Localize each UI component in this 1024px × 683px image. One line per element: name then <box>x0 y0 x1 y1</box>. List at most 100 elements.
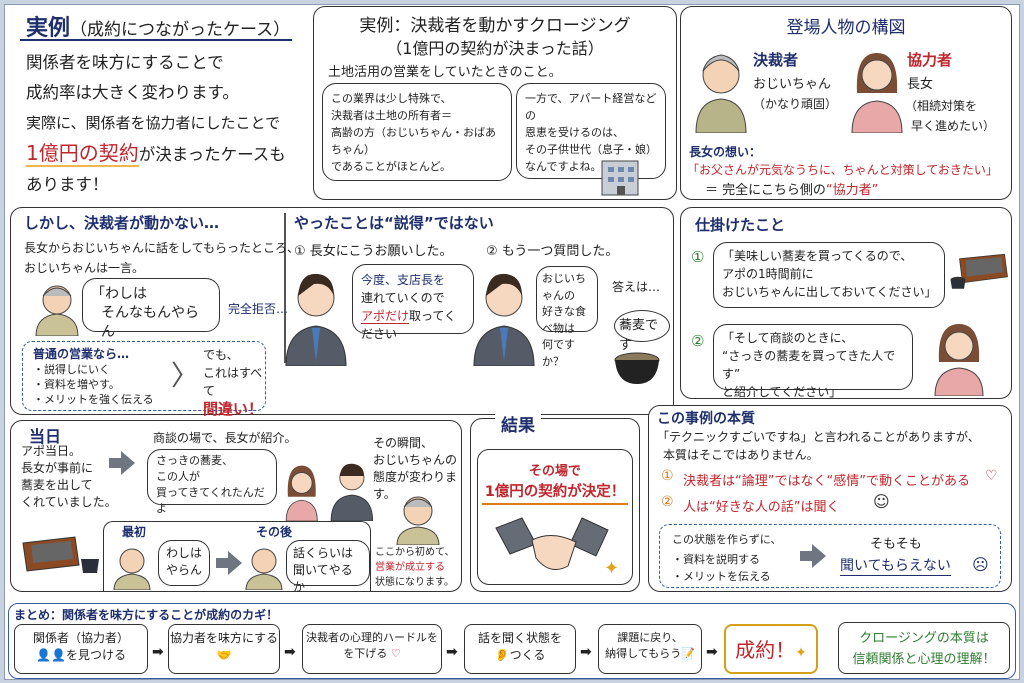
list-item: ・メリットを伝える <box>672 570 771 583</box>
intro-line: 関係者を味方にすることで <box>26 53 224 72</box>
arrow-icon <box>800 551 812 561</box>
bubble-line: であることがほとんど。 <box>331 160 452 174</box>
without-list: ・資料を説明する・メリットを伝える <box>672 551 771 585</box>
but-line: これはすべて <box>203 366 263 398</box>
without-box: この状態を作らずに、 ・資料を説明する・メリットを伝える そもそも 聞いてもらえ… <box>659 524 1001 588</box>
step-line: 決裁者の心理的ハードルを <box>306 631 438 644</box>
conclusion-emph: “協力者” <box>825 183 879 198</box>
answer-label: 答えは… <box>612 280 661 294</box>
step-line: つくる <box>509 648 546 663</box>
divider <box>284 213 286 363</box>
before-bubble: わしはやらん <box>158 540 210 586</box>
grandfather-illustration <box>695 54 747 133</box>
list-item: ・メリットを強く伝える <box>33 393 154 406</box>
note-text: ここから初めて、営業が成立する状態になります。 <box>375 545 455 590</box>
case-bubble-1: この業界は少し特殊で、決裁者は土地の所有者＝高齢の方（おじいちゃん・おばあちゃん… <box>322 83 512 181</box>
characters-panel: 登場人物の構図 決裁者 おじいちゃん （かなり頑固） 協力者 長女 （相続対策を… <box>680 6 1012 200</box>
document-pen-icon: 📝 <box>681 646 695 660</box>
arrow-icon: ➡ <box>152 644 164 660</box>
intro-bubble-line: さっきの蕎麦、 <box>156 454 233 467</box>
sparkle-icon: ✦ <box>795 645 807 661</box>
request-emph: アポだけ <box>361 309 410 324</box>
intro-line: 成約率は大きく変わります。 <box>26 83 239 102</box>
trick-line: おじいちゃんに出しておいてください」 <box>722 285 937 299</box>
note-emph: 営業が成立する <box>375 562 445 573</box>
after-line: 話くらいは <box>293 546 354 560</box>
list-item: ・資料を増やす。 <box>33 378 120 391</box>
intro-title-sub: （成約につながったケース） <box>70 20 291 40</box>
summary-step-1: 関係者（協力者）👤👤を見つける <box>14 624 148 674</box>
trick-num-2: ② <box>691 332 705 350</box>
stuck-text: 長女からおじいちゃんに話をしてもらったところ、おじいちゃんは一言。 <box>24 238 299 278</box>
result-line-2: 1億円の契約が決定！ <box>482 480 628 505</box>
heart-icon: ♡ <box>985 468 998 484</box>
case-bubble-2: 一方で、アパート経営などの恩恵を受けるのは、その子供世代（息子・娘）なんですよね… <box>516 83 666 179</box>
step-line: 関係者（協力者） <box>32 631 129 645</box>
step-line: を見つける <box>65 648 126 663</box>
normal-list: ・説得しにいく・資料を増やす。・メリットを強く伝える <box>33 362 154 407</box>
result-text-2: 聞いてもらえない <box>840 555 951 576</box>
before-after-box: 最初 わしはやらん その後 話くらいは聞いてやるか <box>103 521 371 594</box>
trick-line: 「そして商談のときに、 <box>722 331 854 345</box>
intro-title: 実例（成約につながったケース） <box>26 10 290 42</box>
arrow-icon: ➡ <box>446 644 458 660</box>
day-line: くれていました。 <box>21 495 117 509</box>
bubble-line: 高齢の方（おじいちゃん・おばあちゃん） <box>331 126 496 157</box>
essence-title: この事例の本質 <box>657 411 755 427</box>
grandfather-illustration <box>245 548 283 590</box>
did-step-2: ② もう一つ質問した。 <box>486 244 619 259</box>
point-2-number: ② <box>661 494 674 510</box>
case-panel: 実例：決裁者を動かすクロージング （1億円の契約が決まった話） 土地活用の営業を… <box>313 6 677 200</box>
summary-essence: クロージングの本質は信頼関係と心理の理解！ <box>838 622 1010 674</box>
step-line: 協力者を味方にする <box>169 631 279 645</box>
point-2: 人は“好きな人の話”は聞く <box>683 500 840 515</box>
intro-label: 商談の場で、長女が紹介。 <box>153 431 297 445</box>
before-line: やらん <box>165 562 202 577</box>
title-underline <box>20 39 292 41</box>
daughter-illustration <box>934 324 984 396</box>
helper-note-2: 早く進めたい） <box>911 119 996 133</box>
intro-line-rest: が決まったケースも <box>138 145 286 164</box>
quote-line: 「わしは <box>91 286 147 302</box>
request-line: 取ってください <box>361 309 457 341</box>
bubble-line: なんですよね。 <box>525 160 602 174</box>
normal-title: 普通の営業なら… <box>33 347 130 361</box>
stuck-title: しかし、決裁者が動かない… <box>24 214 220 232</box>
result-text-1: そもそも <box>870 537 922 552</box>
normal-sales-box: 普通の営業なら… ・説得しにいく・資料を増やす。・メリットを強く伝える 〉 でも… <box>22 341 266 418</box>
list-item: ・資料を説明する <box>672 553 760 566</box>
grandfather-illustration <box>113 548 151 590</box>
result-line-1: その場で <box>528 464 581 479</box>
heart-icon: ♡ <box>390 646 401 660</box>
intro-highlight: 1億円の契約 <box>26 141 139 167</box>
arrow-icon: ➡ <box>284 644 296 660</box>
arrow-icon <box>216 558 228 568</box>
case-title: 実例：決裁者を動かすクロージング <box>359 16 631 36</box>
wrong-label: 間違い！ <box>203 400 264 418</box>
question-line: おじいちゃんの <box>542 272 586 302</box>
day-title: 当日 <box>29 427 62 446</box>
intro-line: 実際に、関係者を協力者にしたことで <box>26 114 281 132</box>
intro-line: 1億円の契約が決まったケースも <box>26 138 286 170</box>
bubble-line: この業界は少し特殊で、 <box>331 92 452 105</box>
arrow-head-icon <box>121 451 135 475</box>
essence-line: 「テクニックすごいですね」と言われることがありますが、 <box>657 430 980 444</box>
summary-step-2: 協力者を味方にする 🤝 <box>168 624 280 674</box>
answer-bubble: 蕎麦です <box>614 310 670 353</box>
arrow-icon: ➡ <box>706 644 718 660</box>
svg-text:✦: ✦ <box>604 558 619 579</box>
result-panel: 結果 その場で 1億円の契約が決定！ ✦ <box>470 411 640 592</box>
without-text: この状態を作らずに、 <box>672 533 782 546</box>
day-line: アポ当日。 <box>21 444 82 458</box>
bracket-icon: 〉 <box>171 359 200 392</box>
step-line: 課題に戻り、 <box>617 631 683 644</box>
handshake-icon: 🤝 <box>216 648 232 663</box>
stuck-line: おじいちゃんは一言。 <box>24 261 145 275</box>
bubble-line: 一方で、アパート経営などの <box>525 92 657 123</box>
summary-step-3: 決裁者の心理的ハードルをを下げる ♡ <box>302 624 442 674</box>
note-line: 状態になります。 <box>375 577 454 588</box>
day-text: アポ当日。長女が事前に蕎麦を出してくれていました。 <box>21 443 117 511</box>
handshake-icon: ✦ <box>495 517 619 579</box>
trick-line: “さっきの蕎麦を買ってきた人です” <box>722 349 896 381</box>
trick-line: アポの1時間前に <box>722 267 814 281</box>
